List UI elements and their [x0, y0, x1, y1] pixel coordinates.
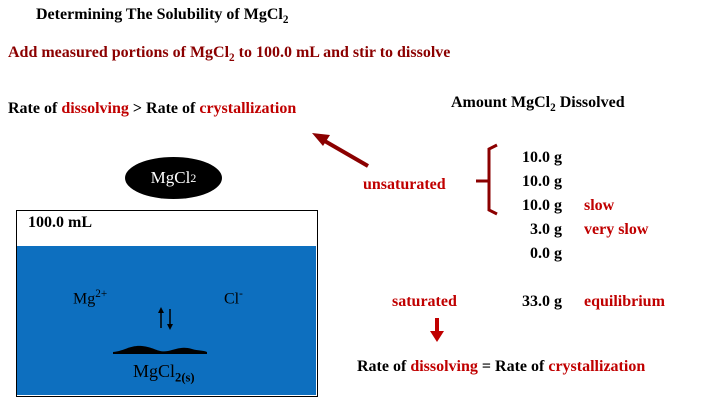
rate-statement-bottom: Rate of dissolving = Rate of crystalliza… [357, 358, 646, 375]
dissolving-word: dissolving [61, 100, 129, 117]
down-arrow-head [430, 331, 444, 342]
page-title: Determining The Solubility of MgCl2 [36, 6, 289, 27]
saturated-label: saturated [392, 293, 457, 310]
magnesium-ion-label: Mg2+ [73, 288, 108, 308]
unsaturated-bracket [487, 143, 498, 216]
amount-value: 3.0 g [530, 221, 562, 238]
instruction-text: Add measured portions of MgCl2 to 100.0 … [8, 44, 451, 65]
crystallization-word: crystallization [548, 358, 646, 375]
amount-value: 0.0 g [530, 245, 562, 262]
solid-pile [113, 345, 207, 354]
crystallization-word: crystallization [199, 100, 297, 117]
amount-value: 10.0 g [522, 173, 562, 190]
beaker-volume-label: 100.0 mL [28, 214, 92, 231]
chloride-ion-label: Cl- [224, 288, 243, 308]
dissolving-word: dissolving [410, 358, 478, 375]
unsaturated-label: unsaturated [363, 176, 446, 193]
equilibrium-arrow-up-head [158, 307, 164, 313]
equilibrium-note: equilibrium [584, 293, 665, 310]
water-solution [17, 246, 316, 395]
equilibrium-arrow-down-head [167, 324, 173, 330]
amount-header: Amount MgCl2 Dissolved [451, 94, 625, 115]
rate-arrow [321, 138, 370, 168]
rate-note: slow [584, 197, 615, 214]
solid-label: MgCl2(s) [133, 361, 195, 385]
saturated-amount-value: 33.0 g [522, 293, 562, 310]
rate-note: very slow [584, 221, 649, 238]
amount-value: 10.0 g [522, 149, 562, 166]
amount-value: 10.0 g [522, 197, 562, 214]
rate-arrow-head [312, 133, 330, 146]
rate-statement-top: Rate of dissolving > Rate of crystalliza… [8, 100, 297, 117]
